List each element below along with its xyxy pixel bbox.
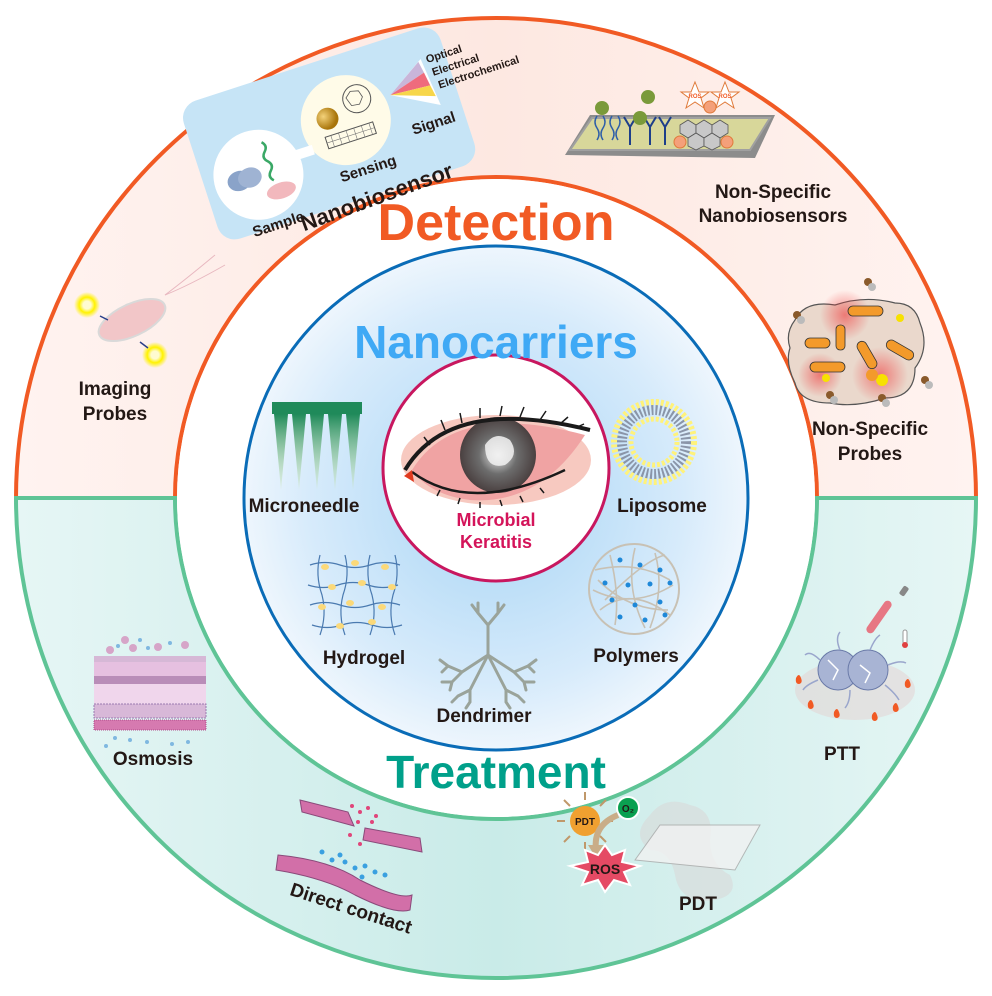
direct-contact-illustration — [275, 799, 423, 912]
oxygen-badge-label: O₂ — [622, 804, 634, 815]
microneedle-label: Microneedle — [249, 496, 360, 517]
treatment-title: Treatment — [386, 746, 606, 798]
non-specific-probes-label-1: Non-Specific — [812, 419, 929, 440]
bacterium-icon — [97, 297, 167, 343]
oxygen-badge — [616, 796, 640, 820]
imaging-probes-label-1: Imaging — [79, 379, 152, 400]
non-specific-nanobiosensors-label-2: Nanobiosensors — [699, 206, 848, 227]
laser-beam-icon — [866, 600, 892, 634]
ros-burst-label: ROS — [590, 861, 620, 877]
svg-text:ROS: ROS — [688, 94, 701, 100]
proton-badge — [673, 100, 734, 149]
graphene-icon — [679, 119, 729, 151]
pdt-label: PDT — [679, 894, 717, 915]
eye-illustration — [401, 405, 591, 508]
gold-nanoparticle-icon — [316, 107, 339, 130]
pdt-badge-label: PDT — [575, 817, 595, 828]
quantum-dot-icon — [793, 278, 933, 407]
fullerene-icon — [342, 84, 372, 114]
dna-strand-icon — [260, 141, 275, 182]
dendrimer-icon — [438, 601, 538, 710]
center-label-2: Keratitis — [460, 532, 532, 552]
nanocarriers-title: Nanocarriers — [354, 316, 638, 368]
imaging-probes-label-2: Probes — [83, 404, 147, 425]
svg-text:ROS: ROS — [718, 94, 731, 100]
eyelash-icon — [423, 405, 585, 508]
dendrimer-label: Dendrimer — [436, 706, 532, 727]
osmosis-label: Osmosis — [113, 749, 193, 770]
pdt-badge — [570, 806, 600, 836]
ptt-illustration — [795, 585, 915, 721]
nanobiosensor-panel: Optical Electrical Electrochemical Sampl… — [182, 27, 521, 241]
non-specific-nanobiosensors-illustration: ROS ROS — [565, 80, 775, 158]
dna-probe-icon — [594, 115, 621, 141]
heat-flame-icon — [795, 675, 911, 721]
ros-burst-icon — [566, 843, 644, 894]
bacteria-rod-icon — [804, 305, 915, 373]
hydrogel-label: Hydrogel — [323, 648, 405, 669]
non-specific-probes-label-2: Probes — [838, 444, 902, 465]
imaging-probes-illustration — [74, 254, 226, 368]
bacterium-icon — [266, 181, 296, 200]
detection-title: Detection — [378, 194, 615, 252]
polymers-icon — [588, 543, 680, 635]
liposome-icon — [611, 399, 697, 485]
fluorescent-probe-icon — [74, 292, 100, 318]
ros-badge: ROS ROS — [679, 80, 741, 110]
pdt-illustration: PDT O₂ ROS — [557, 792, 761, 901]
pathogen-icon — [595, 101, 609, 115]
thermometer-icon — [902, 629, 908, 645]
non-specific-nanobiosensors-label-1: Non-Specific — [715, 182, 832, 203]
fluorescent-probe-icon — [142, 342, 168, 368]
non-specific-probes-illustration — [787, 278, 933, 407]
hydrogel-icon — [307, 554, 403, 636]
osmosis-illustration — [93, 636, 207, 748]
center-label-1: Microbial — [456, 510, 535, 530]
polymers-label: Polymers — [593, 646, 679, 667]
ptt-label: PTT — [824, 744, 860, 765]
microneedle-icon — [272, 402, 362, 490]
sensing-circle — [300, 75, 391, 166]
liposome-label: Liposome — [617, 496, 707, 517]
